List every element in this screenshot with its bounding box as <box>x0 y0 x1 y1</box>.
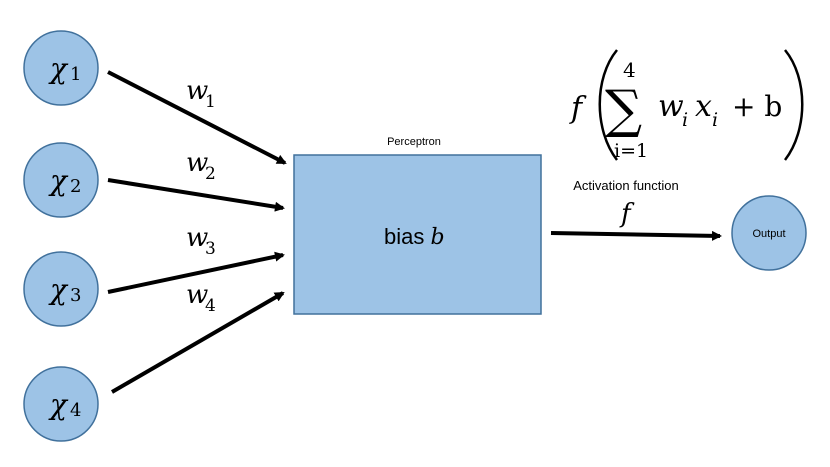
formula-w-sub: i <box>682 109 688 131</box>
weight-symbol-1: w <box>186 76 208 106</box>
input-arrow-1 <box>107 70 287 165</box>
input-arrow-3 <box>107 251 285 294</box>
input-node-1: χ 1 <box>23 30 99 106</box>
activation-label: Activation function <box>573 178 679 193</box>
input-arrow-4 <box>110 291 285 394</box>
activation-formula: f 4 ∑ i=1 w i x i + b <box>569 49 804 162</box>
weight-label-1: w 1 <box>186 76 216 112</box>
weight-symbol-2: w <box>186 148 208 178</box>
right-paren <box>784 49 804 161</box>
bias-text: bias <box>384 224 430 249</box>
perceptron-bias: bias b <box>384 224 445 250</box>
sum-sign: ∑ <box>605 80 642 140</box>
formula-x: x <box>695 89 712 124</box>
formula-func: f <box>569 91 587 126</box>
weight-index-3: 3 <box>205 239 216 259</box>
input-index-2: 2 <box>70 176 81 197</box>
weight-index-2: 2 <box>205 164 216 184</box>
input-index-3: 3 <box>70 285 81 306</box>
weight-symbol-3: w <box>186 223 208 253</box>
left-paren <box>598 49 618 161</box>
input-arrow-2 <box>107 178 285 212</box>
input-node-3: χ 3 <box>23 251 99 327</box>
formula-x-sub: i <box>712 109 718 131</box>
weight-symbol-4: w <box>186 280 208 310</box>
perceptron-label: Perceptron <box>387 136 441 148</box>
weight-label-4: w 4 <box>186 280 216 316</box>
input-symbol-4: χ <box>48 388 69 421</box>
output-label: Output <box>752 228 785 240</box>
weight-index-4: 4 <box>205 296 216 316</box>
bias-symbol: b <box>430 225 444 250</box>
input-node-2: χ 2 <box>23 142 99 218</box>
output-arrow <box>550 230 722 241</box>
formula-plus-b: + b <box>732 90 782 123</box>
input-index-1: 1 <box>70 64 81 85</box>
weight-index-1: 1 <box>205 92 216 112</box>
perceptron-box <box>293 154 542 315</box>
input-index-4: 4 <box>70 400 81 421</box>
output-node <box>731 195 807 271</box>
input-symbol-2: χ <box>48 164 69 197</box>
formula-lower: i=1 <box>614 140 648 162</box>
input-node-4: χ 4 <box>23 366 99 442</box>
input-symbol-1: χ <box>48 52 69 85</box>
weight-label-2: w 2 <box>186 148 216 184</box>
formula-upper: 4 <box>623 58 636 82</box>
activation-symbol: f <box>619 199 635 229</box>
formula-w: w <box>658 89 684 124</box>
input-symbol-3: χ <box>48 273 69 306</box>
weight-label-3: w 3 <box>186 223 216 259</box>
